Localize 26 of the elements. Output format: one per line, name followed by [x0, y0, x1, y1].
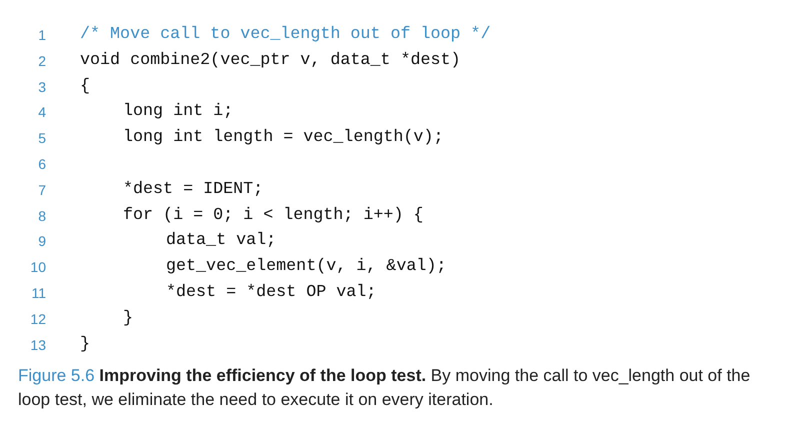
code-line: get_vec_element(v, i, &val); [166, 257, 446, 278]
code-line: data_t val; [166, 231, 276, 252]
line-number: 13 [29, 336, 46, 355]
line-number: 1 [37, 26, 46, 45]
code-line: { [80, 76, 90, 97]
line-number: 8 [37, 206, 46, 226]
line-number: 5 [37, 129, 46, 148]
code-line: void combine2(vec_ptr v, data_t *dest) [80, 50, 461, 71]
code-line: *dest = *dest OP val; [166, 283, 376, 303]
line-number: 12 [29, 310, 46, 329]
line-number: 2 [37, 52, 46, 71]
line-number: 9 [37, 232, 46, 252]
code-comment: /* Move call to vec_length out of loop */ [80, 25, 491, 45]
code-line: *dest = IDENT; [123, 180, 264, 200]
line-number: 6 [37, 155, 46, 174]
code-line: } [123, 308, 134, 329]
code-line: long int i; [123, 102, 234, 122]
line-number: 7 [37, 180, 46, 200]
figure-caption: Figure 5.6 Improving the efficiency of the loop test. By moving the call to vec_length out of the loop test, we eliminate the need to execute it on every iteration. [18, 365, 752, 411]
line-number: 3 [37, 78, 46, 97]
code-line: long int length = vec_length(v); [123, 128, 444, 148]
code-line: for (i = 0; i < length; i++) { [123, 206, 424, 226]
line-number: 4 [37, 103, 46, 122]
line-number: 10 [29, 258, 46, 278]
code-line: } [80, 334, 90, 355]
line-number: 11 [30, 284, 46, 303]
